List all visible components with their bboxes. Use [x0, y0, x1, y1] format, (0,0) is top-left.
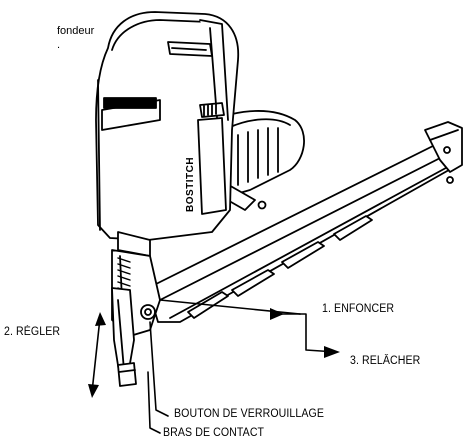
nose-assembly [111, 249, 161, 387]
label-lock-button: BOUTON DE VERROUILLAGE [174, 408, 324, 420]
tool-brand-text: BOSTITCH [185, 156, 196, 212]
label-press: 1. ENFONCER [322, 303, 395, 315]
text-fragment-line1: fondeur [57, 25, 95, 37]
label-contact-arm: BRAS DE CONTACT [163, 427, 265, 439]
text-fragment-line2: . [57, 39, 61, 51]
magazine-rail [147, 121, 463, 323]
motor-housing [95, 11, 240, 257]
label-adjust: 2. RÉGLER [4, 326, 61, 338]
arrowheads [88, 308, 340, 398]
label-release: 3. RELÂCHER [350, 355, 421, 367]
